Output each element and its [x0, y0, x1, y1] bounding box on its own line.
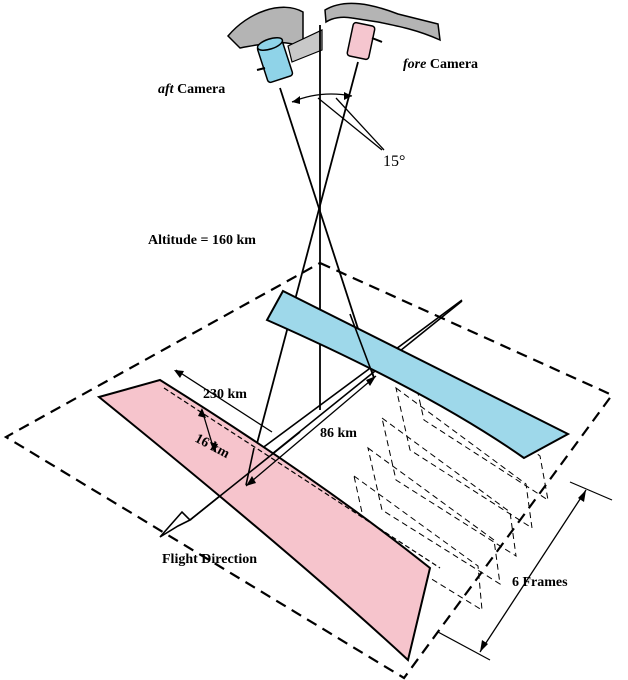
fore-centerline [163, 387, 441, 569]
ground-plane [3, 261, 614, 680]
angle-arrow-right [344, 92, 352, 100]
frames-arrow-bottom [480, 640, 488, 652]
dim-86-arrow-b [366, 376, 376, 386]
frames-label: 6 Frames [512, 575, 568, 590]
frames-dim-line [479, 489, 587, 653]
angle-label: 15° [383, 153, 405, 170]
aft-solar-panel-wing [287, 29, 323, 63]
dim-230-line [175, 369, 273, 433]
frames-ext-top [569, 481, 613, 501]
angle-leader-2 [335, 97, 385, 151]
aft-footprint [265, 289, 571, 460]
fore-footprint [96, 378, 432, 662]
frames-ext-bottom [437, 631, 491, 661]
dim-230-arrow-a [174, 370, 184, 378]
altitude-label: Altitude = 160 km [148, 233, 256, 248]
angle-leader-1 [317, 97, 383, 151]
fore-camera-body [346, 21, 376, 61]
aft-camera-label: aft Camera [158, 82, 225, 97]
angle-arrow-left [292, 96, 300, 104]
aft-camera-prefix: aft [158, 82, 175, 97]
fore-camera-mount [371, 37, 383, 43]
aft-camera-suffix: Camera [174, 82, 226, 97]
dist-86-label: 86 km [320, 426, 357, 441]
flight-line-overlay [189, 431, 301, 521]
frame-outline [395, 386, 533, 530]
aft-camera-icon [226, 6, 323, 84]
dim-16-arrow-b [210, 442, 218, 452]
fore-camera-icon [324, 2, 441, 61]
flight-direction-label: Flight Direction [162, 552, 257, 567]
width-230-label: 230 km [203, 387, 247, 402]
arrowhead-icon [159, 510, 192, 538]
fore-solar-panel [324, 2, 441, 42]
frames-arrow-top [578, 490, 586, 502]
dim-86-arrow-a [246, 476, 256, 486]
fore-camera-prefix: fore [403, 57, 426, 72]
dim-16-arrow-a [198, 408, 206, 418]
aft-solar-panel [226, 6, 304, 50]
aft-camera-mount [256, 67, 266, 71]
aft-camera-lens [256, 37, 284, 51]
dim-86-line [245, 375, 377, 487]
fore-view-line [245, 61, 359, 486]
fore-camera-suffix: Camera [426, 57, 478, 72]
frame-outline [381, 416, 517, 557]
aft-view-line-overlay [349, 313, 375, 379]
fore-camera-label: fore Camera [403, 57, 478, 72]
fore-view-line-overlay [245, 447, 255, 486]
frame-outline [367, 446, 501, 585]
